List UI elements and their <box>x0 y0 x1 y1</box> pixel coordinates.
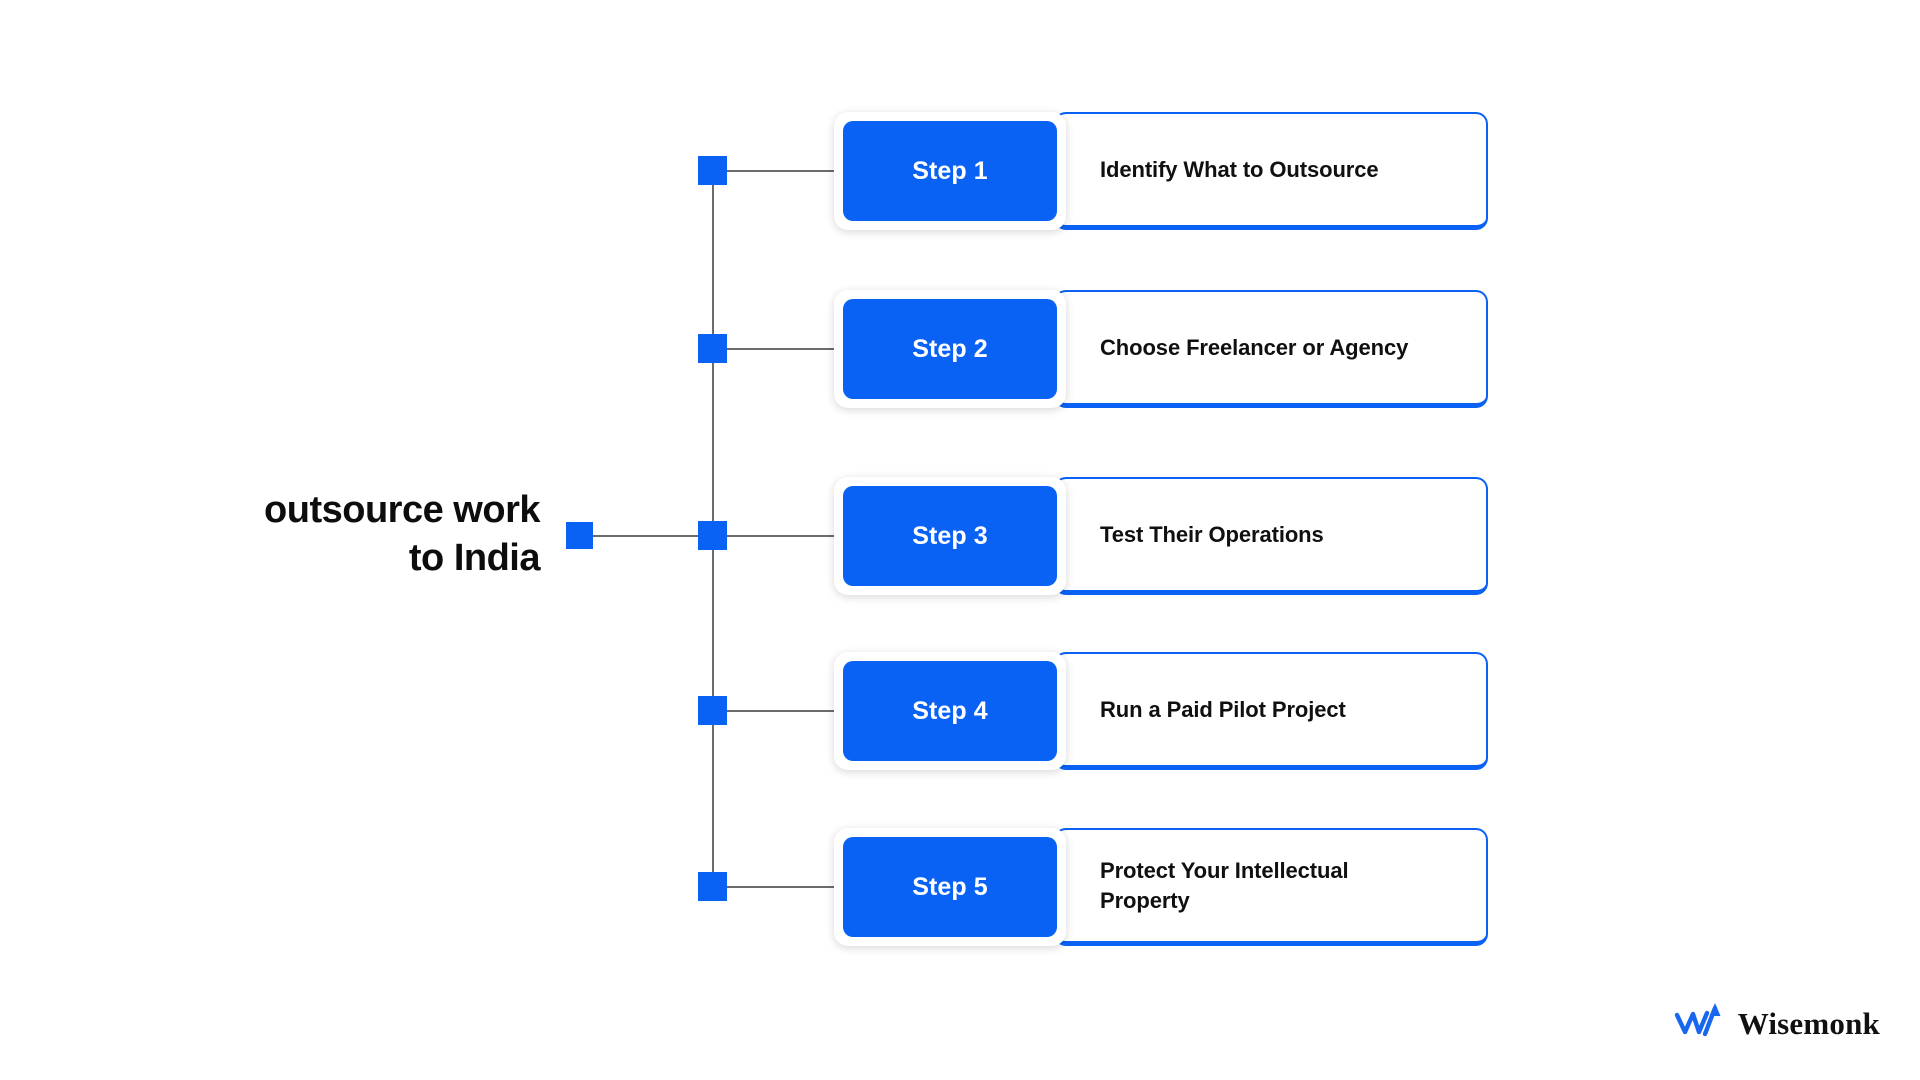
step-label-card-2[interactable]: Choose Freelancer or Agency <box>1054 290 1488 408</box>
step-label-card-3[interactable]: Test Their Operations <box>1054 477 1488 595</box>
step-label-card-5[interactable]: Protect Your Intellectual Property <box>1054 828 1488 946</box>
step-label-card-4[interactable]: Run a Paid Pilot Project <box>1054 652 1488 770</box>
step-label-text-3: Test Their Operations <box>1100 521 1324 547</box>
step-label-text-1: Identify What to Outsource <box>1100 156 1379 182</box>
step-node-3 <box>698 521 727 550</box>
step-number-label-4: Step 4 <box>843 661 1057 761</box>
step-label-text-4: Run a Paid Pilot Project <box>1100 696 1346 722</box>
step-number-chip-4[interactable]: Step 4 <box>834 652 1066 770</box>
step-number-chip-3[interactable]: Step 3 <box>834 477 1066 595</box>
step-connector-line-5 <box>727 886 843 888</box>
step-number-chip-5[interactable]: Step 5 <box>834 828 1066 946</box>
step-number-label-3: Step 3 <box>843 486 1057 586</box>
step-node-5 <box>698 872 727 901</box>
step-connector-line-4 <box>727 710 843 712</box>
step-row-1[interactable]: Step 1 Identify What to Outsource <box>834 112 1488 230</box>
step-row-4[interactable]: Step 4 Run a Paid Pilot Project <box>834 652 1488 770</box>
step-node-2 <box>698 334 727 363</box>
step-row-3[interactable]: Step 3 Test Their Operations <box>834 477 1488 595</box>
wisemonk-w-arrow-logo-icon <box>1674 999 1726 1048</box>
step-number-label-1: Step 1 <box>843 121 1057 221</box>
step-label-text-2: Choose Freelancer or Agency <box>1100 334 1409 360</box>
step-row-5[interactable]: Step 5 Protect Your Intellectual Propert… <box>834 828 1488 946</box>
step-number-label-5: Step 5 <box>843 837 1057 937</box>
step-label-text-5: Protect Your Intellectual Property <box>1100 858 1349 913</box>
spine-line <box>712 170 714 886</box>
step-number-chip-2[interactable]: Step 2 <box>834 290 1066 408</box>
step-row-2[interactable]: Step 2 Choose Freelancer or Agency <box>834 290 1488 408</box>
brand-name: Wisemonk <box>1737 1005 1880 1041</box>
step-label-card-1[interactable]: Identify What to Outsource <box>1054 112 1488 230</box>
step-node-1 <box>698 156 727 185</box>
step-connector-line-1 <box>727 170 843 172</box>
step-number-label-2: Step 2 <box>843 299 1057 399</box>
step-node-4 <box>698 696 727 725</box>
brand-lockup: Wisemonk <box>1674 999 1880 1048</box>
step-connector-line-3 <box>727 535 843 537</box>
step-connector-line-2 <box>727 348 843 350</box>
root-node <box>566 522 593 549</box>
page-title: outsource work to India <box>264 489 540 579</box>
root-connector-line <box>593 535 713 537</box>
step-number-chip-1[interactable]: Step 1 <box>834 112 1066 230</box>
